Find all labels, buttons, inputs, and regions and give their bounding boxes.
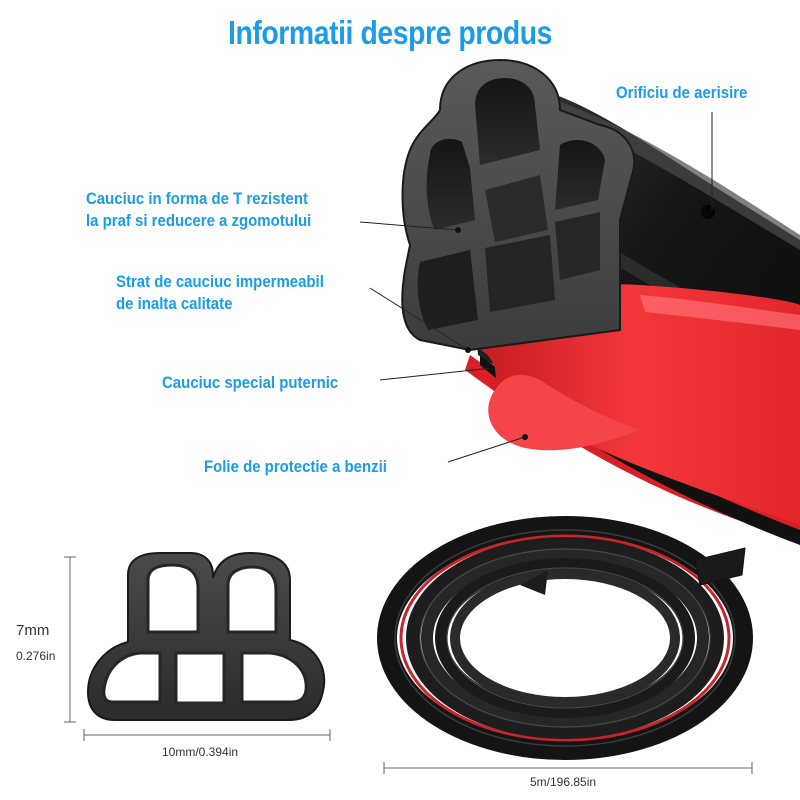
callout-vent-hole: Orificiu de aerisire <box>616 83 748 102</box>
callout-tape-film: Folie de protectie a benzii <box>204 457 387 476</box>
coiled-roll <box>377 516 753 760</box>
callout-t-rubber-line2: la praf si reducere a zgomotului <box>86 211 312 230</box>
callout-waterproof-line1: Strat de cauciuc impermeabil <box>116 272 324 291</box>
dimension-height-mm: 7mm <box>16 622 50 639</box>
dimension-height-in: 0.276in <box>16 649 56 663</box>
page-title: Informatii despre produs <box>228 14 552 51</box>
callout-strong-rubber: Cauciuc special puternic <box>162 373 339 392</box>
protective-film <box>470 284 800 525</box>
leader-lines <box>359 112 713 463</box>
callout-waterproof-line2: de inalta calitate <box>116 294 233 313</box>
seal-cross-section <box>401 58 636 352</box>
dimension-length: 5m/196.85in <box>530 775 597 789</box>
dimension-width: 10mm/0.394in <box>162 745 239 759</box>
callout-t-rubber-line1: Cauciuc in forma de T rezistent <box>86 189 308 208</box>
dimension-lines <box>64 556 753 774</box>
profile-drawing <box>86 551 326 721</box>
vent-hole-icon <box>701 205 715 219</box>
leader-dots <box>455 227 528 440</box>
